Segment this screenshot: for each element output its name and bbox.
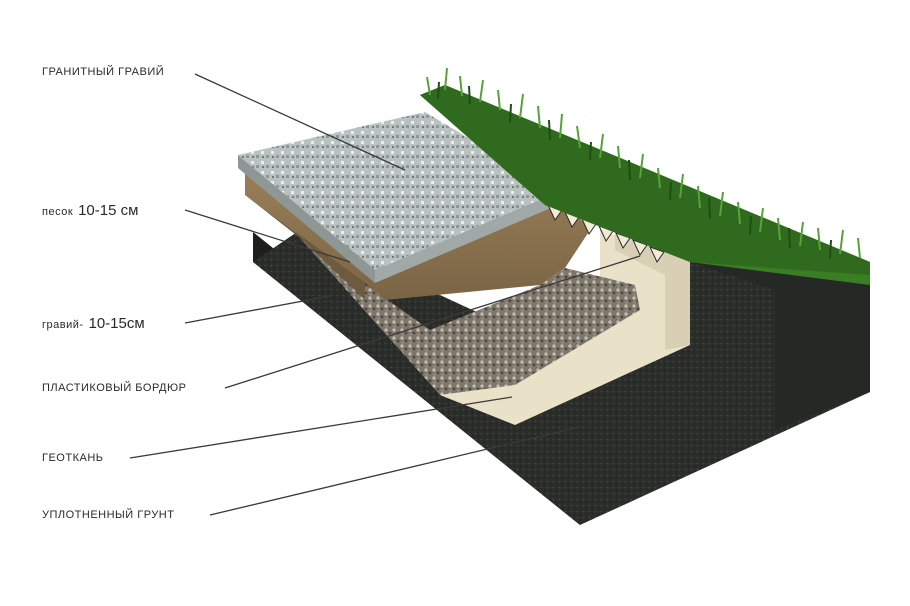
leader-lines	[129, 73, 641, 516]
grass-blades-dark	[437, 81, 832, 259]
label-gravel-word: гравий-	[42, 319, 84, 331]
label-sand-size: 10-15 см	[78, 202, 139, 219]
sand-layer	[245, 170, 590, 300]
label-sand-word: песок	[42, 206, 74, 218]
label-plastic-border: ПЛАСТИКОВЫЙ БОРДЮР	[42, 382, 187, 394]
label-geotextile: ГЕОТКАНЬ	[42, 452, 104, 464]
gravel-layer	[300, 238, 640, 395]
leader-granite	[194, 73, 406, 171]
granite-edge-right	[375, 192, 558, 283]
grass-blades	[426, 67, 861, 259]
grass-lawn-body	[420, 85, 870, 275]
leader-geotextile	[129, 396, 513, 459]
label-compacted-soil: УПЛОТНЕННЫЙ ГРУНТ	[42, 509, 175, 521]
label-granite-gravel: ГРАНИТНЫЙ ГРАВИЙ	[42, 66, 165, 78]
leader-soil	[209, 426, 581, 516]
granite-edge	[238, 155, 375, 283]
granite-gravel-layer	[238, 112, 558, 270]
label-gravel-size: 10-15см	[88, 315, 145, 332]
leader-sand	[184, 209, 351, 263]
label-sand: песок 10-15 см	[42, 202, 138, 220]
leader-gravel	[184, 295, 331, 324]
soil-side-face	[690, 262, 870, 430]
leader-border	[224, 255, 641, 389]
label-gravel: гравий- 10-15см	[42, 315, 145, 333]
